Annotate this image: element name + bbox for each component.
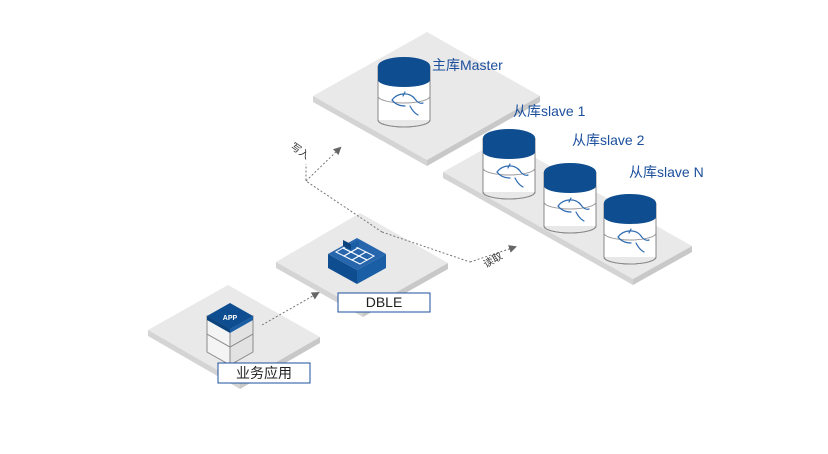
slave-1-label: 从库slave 1 xyxy=(513,103,586,119)
app-to-dble-connector xyxy=(261,292,320,326)
slave-n-label: 从库slave N xyxy=(629,164,704,180)
app-label: 业务应用 xyxy=(236,365,292,381)
slave-node-2[interactable]: 从库slave 2 xyxy=(543,132,645,234)
app-label-box xyxy=(217,362,311,384)
read-connector xyxy=(381,231,517,263)
dble-node[interactable]: DBLE xyxy=(328,238,431,313)
mysql-dolphin-icon xyxy=(377,56,431,128)
slave-node-n[interactable]: 从库slave N xyxy=(603,164,704,265)
mysql-dolphin-icon xyxy=(482,128,536,200)
write-label: 写入 xyxy=(288,141,311,162)
master-label: 主库Master xyxy=(432,57,503,73)
dble-label-box xyxy=(337,292,431,313)
slave-2-label: 从库slave 2 xyxy=(572,132,645,148)
mysql-dolphin-icon xyxy=(603,193,657,265)
slave-node-1[interactable]: 从库slave 1 xyxy=(482,103,586,200)
app-node[interactable]: APP 业务应用 xyxy=(206,303,311,384)
app-icon-text: APP xyxy=(223,315,238,322)
dble-label: DBLE xyxy=(366,294,403,310)
master-node[interactable]: 主库Master xyxy=(377,56,503,128)
mysql-dolphin-icon xyxy=(543,162,597,234)
read-label: 读取 xyxy=(481,249,505,270)
app-cube-icon: APP xyxy=(206,303,254,366)
dble-server-icon xyxy=(328,238,386,284)
